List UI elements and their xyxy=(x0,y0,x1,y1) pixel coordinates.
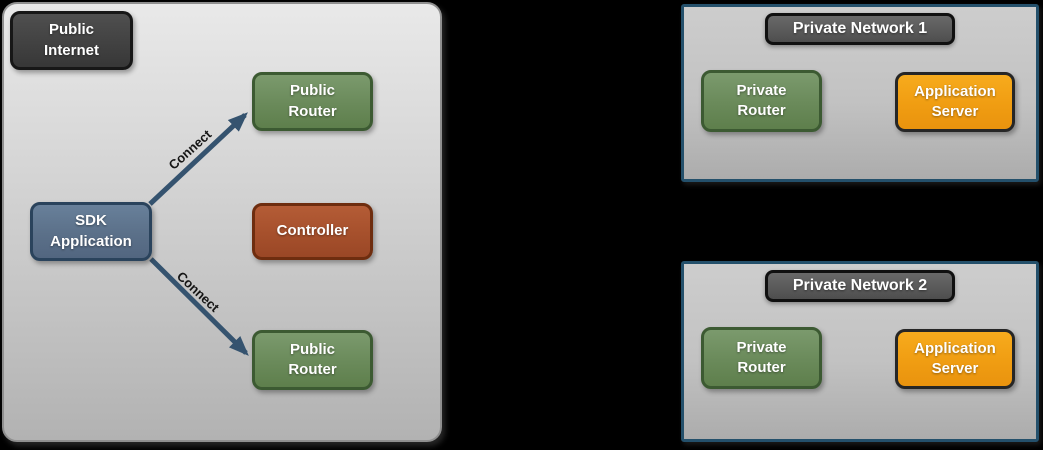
private-network-1-title: Private Network 1 xyxy=(765,13,955,45)
private-network-1-panel: Private Network 1 Private Router Applica… xyxy=(681,4,1039,182)
private-router-2-node: Private Router xyxy=(701,327,822,389)
private-network-2-title: Private Network 2 xyxy=(765,270,955,302)
controller-label: Controller xyxy=(276,222,349,240)
controller-node: Controller xyxy=(252,203,373,260)
application-server-2-label: Application Server xyxy=(914,339,996,377)
connect-arrow-top xyxy=(148,112,248,206)
public-internet-label-node: Public Internet xyxy=(10,11,133,70)
private-network-2-panel: Private Network 2 Private Router Applica… xyxy=(681,261,1039,442)
public-router-bottom-node: Public Router xyxy=(252,330,373,390)
private-router-1-node: Private Router xyxy=(701,70,822,132)
application-server-1-node: Application Server xyxy=(895,72,1015,132)
sdk-application-label: SDK Application xyxy=(50,212,132,250)
private-router-2-label: Private Router xyxy=(736,338,787,376)
public-internet-label: Public Internet xyxy=(43,21,99,59)
sdk-application-node: SDK Application xyxy=(30,202,152,261)
connect-label-bottom: Connect xyxy=(174,268,223,315)
public-router-top-label: Public Router xyxy=(288,82,337,120)
application-server-2-node: Application Server xyxy=(895,329,1015,389)
connect-arrow-bottom xyxy=(149,257,249,356)
public-internet-zone: Connect Connect Public Internet Public R… xyxy=(2,2,442,442)
application-server-1-label: Application Server xyxy=(914,82,996,120)
public-router-top-node: Public Router xyxy=(252,72,373,131)
private-router-1-label: Private Router xyxy=(736,81,787,119)
public-router-bottom-label: Public Router xyxy=(288,340,337,378)
connect-label-top: Connect xyxy=(166,126,215,172)
